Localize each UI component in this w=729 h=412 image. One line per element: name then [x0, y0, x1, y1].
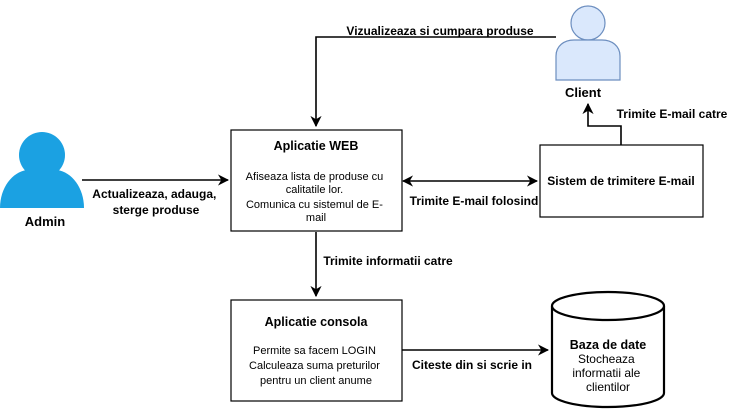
admin-label: Admin: [25, 214, 66, 229]
edge-client-web: [310, 36, 556, 128]
client-actor: Client: [555, 5, 621, 100]
user-icon: [555, 5, 621, 81]
web-app-description: Afiseaza lista de produse cu calitatile …: [246, 171, 387, 224]
web-app-title: Aplicatie WEB: [274, 139, 359, 153]
edge-label-admin-web: Actualizeaza, adauga, sterge produse: [92, 187, 219, 217]
edge-label-email-client: Trimite E-mail catre: [617, 107, 728, 121]
client-label: Client: [565, 85, 602, 100]
edge-label-web-email: Trimite E-mail folosind: [410, 194, 539, 208]
edge-label-client-web: Vizualizeaza si cumpara produse: [346, 24, 534, 38]
edge-label-web-console: Trimite informatii catre: [323, 254, 453, 268]
database-title: Baza de date: [570, 338, 646, 352]
admin-actor: Admin: [0, 132, 84, 229]
email-system-title: Sistem de trimitere E-mail: [547, 174, 694, 188]
database-cylinder: Baza de date Stocheaza informatii ale cl…: [550, 290, 666, 409]
database-description: Stocheaza informatii ale clientilor: [572, 352, 643, 394]
email-system-box: Sistem de trimitere E-mail: [539, 144, 704, 218]
console-app-title: Aplicatie consola: [265, 315, 369, 329]
edge-label-console-database: Citeste din si scrie in: [412, 358, 532, 372]
user-icon: [0, 132, 84, 208]
console-app-box: Aplicatie consola Permite sa facem LOGIN…: [230, 299, 403, 402]
console-app-description: Permite sa facem LOGIN Calculeaza suma p…: [249, 345, 383, 387]
web-app-box: Aplicatie WEB Afiseaza lista de produse …: [230, 129, 403, 232]
edge-email-client: [582, 102, 622, 145]
